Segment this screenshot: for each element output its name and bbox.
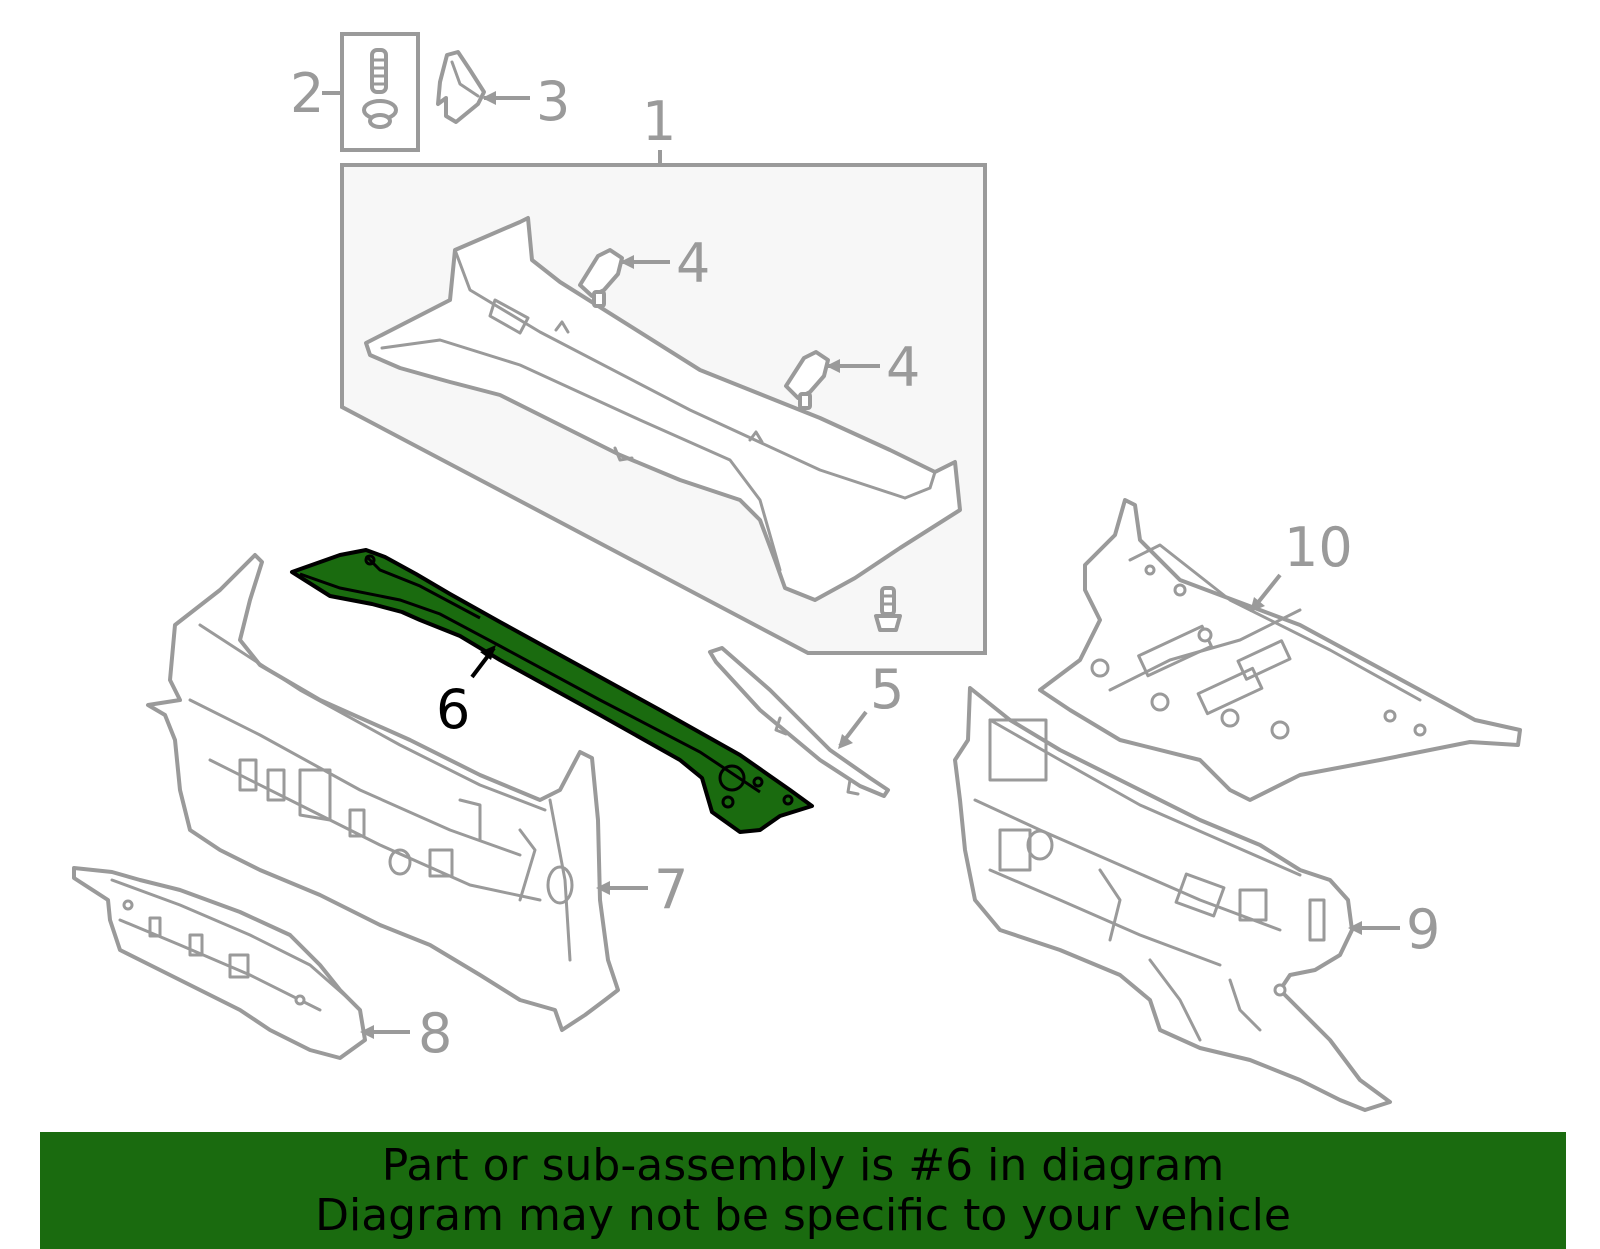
part-9-dash-panel <box>953 686 1400 1112</box>
callout-6: 6 <box>436 678 470 741</box>
part-6-cowl-reinforcement <box>290 548 814 834</box>
banner-line-2: Diagram may not be specific to your vehi… <box>315 1189 1291 1241</box>
part-5-seal-strip <box>708 646 890 798</box>
callout-8: 8 <box>418 1002 452 1065</box>
part-4-clip-upper <box>578 248 670 308</box>
part-2-fastener-box <box>322 32 420 152</box>
part-8-lower-panel <box>72 866 410 1060</box>
part-7-dash-panel <box>146 553 648 1032</box>
banner-line-1: Part or sub-assembly is #6 in diagram <box>381 1139 1225 1191</box>
part-10-panel <box>1038 498 1522 802</box>
callout-10: 10 <box>1284 516 1353 579</box>
callout-2: 2 <box>290 62 324 125</box>
callout-4-upper: 4 <box>676 232 710 295</box>
part-1-cowl-panel-box <box>340 150 987 655</box>
callout-4-lower: 4 <box>886 336 920 399</box>
callout-7: 7 <box>654 858 688 921</box>
part-4-clip-lower <box>784 350 880 410</box>
callout-1: 1 <box>642 90 676 153</box>
callout-3: 3 <box>536 70 570 133</box>
callout-5: 5 <box>870 658 904 721</box>
notice-banner: Part or sub-assembly is #6 in diagram Di… <box>40 1132 1566 1249</box>
part-3-bracket <box>436 50 530 124</box>
callout-9: 9 <box>1406 898 1440 961</box>
